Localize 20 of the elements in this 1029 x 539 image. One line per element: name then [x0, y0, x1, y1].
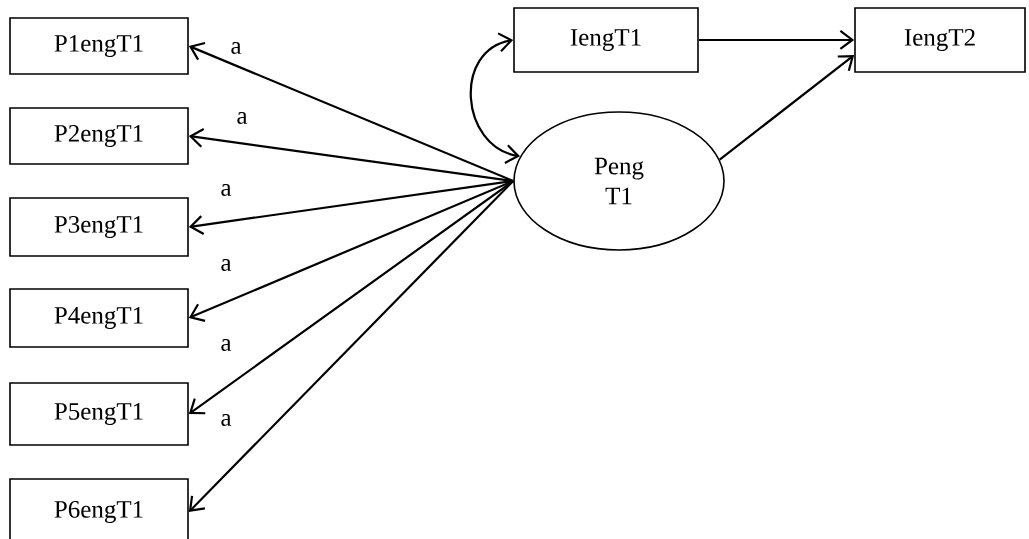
- edge-label: a: [218, 182, 234, 198]
- variable-box: P4engT1: [9, 288, 189, 348]
- variable-box: P5engT1: [9, 382, 189, 446]
- arrow: [188, 180, 514, 512]
- edge-label: a: [218, 412, 234, 428]
- arrow: [469, 32, 521, 164]
- variable-box: IengT2: [854, 7, 1026, 73]
- variable-box: P6engT1: [9, 478, 189, 539]
- arrow: [188, 128, 514, 183]
- edge-label: a: [228, 40, 244, 56]
- variable-box: P2engT1: [9, 107, 189, 165]
- arrow: [188, 41, 514, 182]
- edge-label: a: [234, 110, 250, 126]
- arrow: [719, 55, 855, 161]
- variable-box: IengT1: [513, 7, 699, 73]
- variable-box: P3engT1: [9, 197, 189, 257]
- edge-label: a: [218, 257, 234, 273]
- variable-box: P1engT1: [9, 17, 189, 75]
- edge-label: a: [218, 337, 234, 353]
- arrow: [698, 30, 855, 50]
